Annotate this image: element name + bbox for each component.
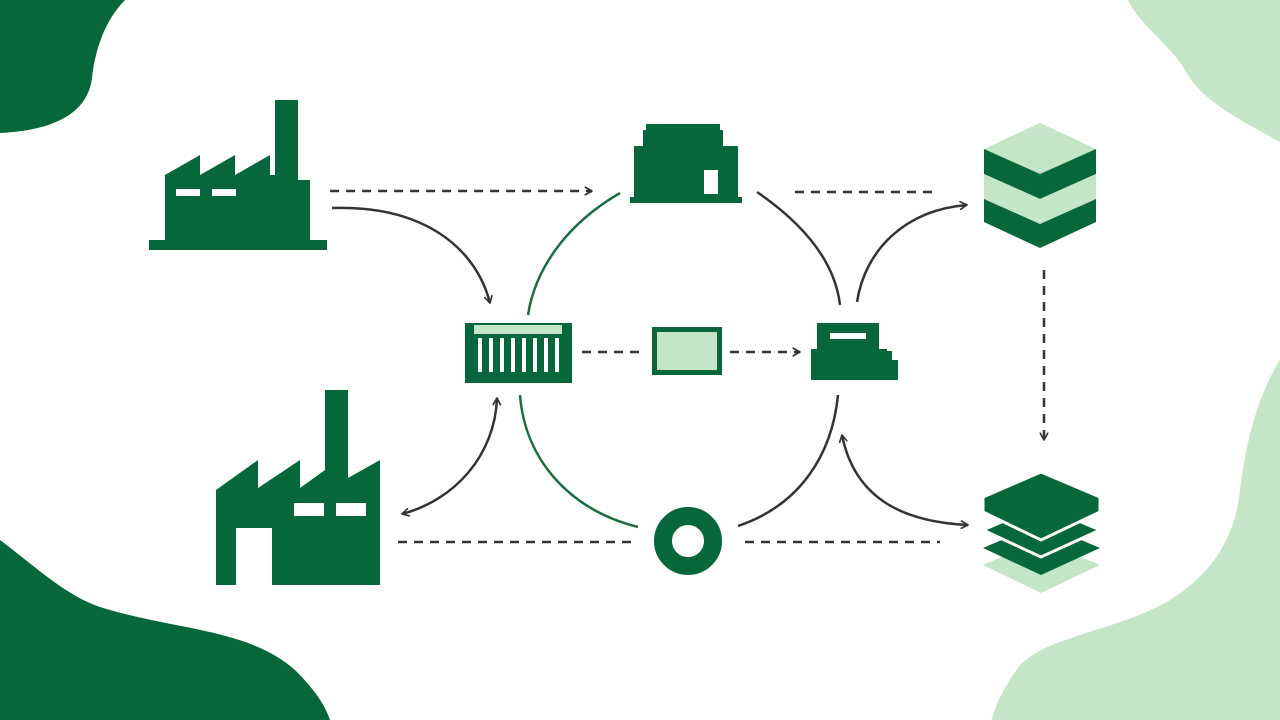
edge-cash-register-layer-stack (842, 435, 968, 525)
link-arc-bottom-right (737, 394, 840, 528)
factory-icon (149, 100, 327, 250)
shipping-container-icon (465, 323, 572, 383)
edge-cash-register-to-cube-stack (855, 205, 967, 303)
corner-blob-top-right (1128, 0, 1280, 142)
factory-icon (216, 390, 380, 585)
layer-stack-icon (979, 470, 1104, 593)
package-icon (652, 327, 722, 375)
link-arc-top-left (526, 191, 621, 316)
ring-icon (654, 507, 722, 575)
warehouse-icon (630, 124, 742, 203)
cash-register-icon (811, 323, 898, 380)
edge-container-factory-bottom (402, 398, 497, 514)
edge-factory-top-to-container (331, 206, 490, 303)
corner-blob-bottom-left (0, 540, 330, 720)
corner-blob-bottom-right (992, 360, 1280, 720)
link-arc-bottom-left (518, 394, 639, 529)
corner-blob-top-left (0, 0, 125, 133)
link-arc-top-right (756, 190, 842, 306)
cube-stack-icon (984, 123, 1096, 248)
